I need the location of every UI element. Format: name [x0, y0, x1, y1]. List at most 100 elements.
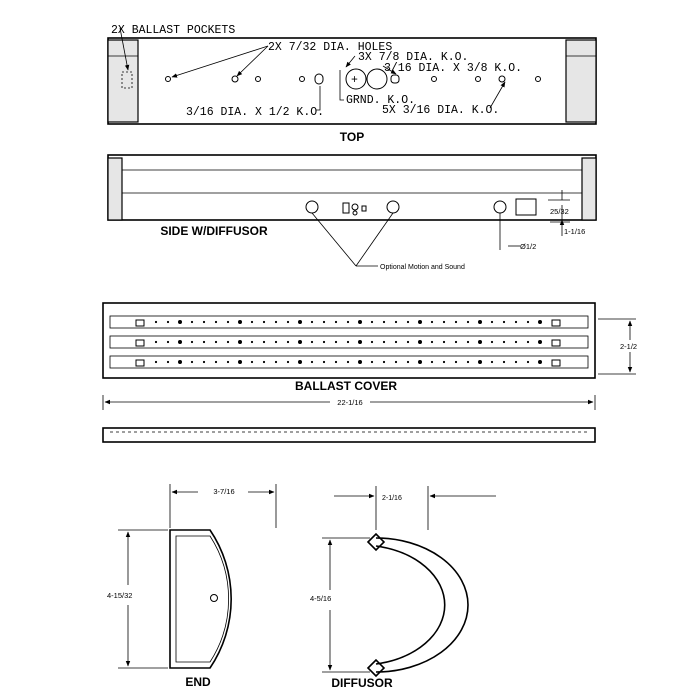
diffusor-view: 2-1/16 4-5/16 DIFFUSOR	[310, 486, 496, 690]
cover-hole	[358, 360, 362, 364]
side-rect-cutout	[515, 198, 537, 216]
diffusor-view-title: DIFFUSOR	[331, 676, 393, 690]
cover-hole	[406, 320, 410, 324]
cover-hole	[310, 340, 314, 344]
dim-cover-width: 2-1/2	[620, 342, 637, 351]
cover-hole	[502, 360, 506, 364]
cover-hole	[370, 360, 374, 364]
callout-grnd-ko: GRND. K.O.	[346, 94, 415, 107]
cover-hole	[178, 340, 182, 344]
cover-hole	[346, 340, 350, 344]
cover-hole	[310, 320, 314, 324]
leader	[171, 45, 269, 78]
cover-hole	[346, 360, 350, 364]
cover-hole	[250, 360, 254, 364]
cover-hole	[346, 320, 350, 324]
cover-hole	[298, 320, 302, 324]
cover-hole	[202, 320, 206, 324]
ballast-pocket-right	[565, 39, 597, 123]
cover-hole	[370, 340, 374, 344]
ballast-pocket-left	[107, 39, 139, 123]
cover-rail	[109, 335, 589, 349]
diffusor-inner	[375, 545, 446, 665]
cover-hole	[154, 360, 158, 364]
top-hole	[255, 76, 261, 82]
dim-diffusor-height: 4-5/16	[310, 594, 331, 603]
leader	[236, 45, 269, 77]
cover-hole	[406, 340, 410, 344]
top-hole	[165, 76, 171, 82]
ko-3-16x3-8	[390, 74, 400, 84]
cover-hole	[298, 340, 302, 344]
cover-hole	[394, 360, 398, 364]
cover-hole	[442, 360, 446, 364]
cover-hole	[418, 360, 422, 364]
dim-offset: 1-1/16	[564, 227, 585, 236]
cover-hole	[442, 340, 446, 344]
cover-hole	[418, 320, 422, 324]
optional-note: Optional Motion and Sound	[380, 264, 465, 271]
top-hole	[231, 75, 239, 83]
cover-hole	[262, 360, 266, 364]
cover-hole	[334, 360, 338, 364]
cover-hole	[166, 320, 170, 324]
slot-ko	[314, 73, 324, 85]
dim-end-width: 3-7/16	[213, 487, 234, 496]
cover-hole	[526, 320, 530, 324]
cover-hole	[478, 320, 482, 324]
cover-hole	[286, 340, 290, 344]
callout-ko-5x-3-16: 5X 3/16 DIA. K.O.	[382, 104, 499, 117]
cover-hole	[538, 340, 542, 344]
pocket-slot-left	[121, 71, 133, 89]
switch-hole	[351, 203, 359, 211]
cover-hole	[286, 320, 290, 324]
end-outline	[169, 529, 232, 669]
cover-hole	[490, 340, 494, 344]
end-view-title: END	[185, 675, 211, 689]
leader	[311, 212, 357, 267]
cover-hole	[442, 320, 446, 324]
cover-hole	[454, 340, 458, 344]
plus-symbol: +	[351, 74, 358, 87]
cover-hole	[430, 320, 434, 324]
cover-hole	[394, 320, 398, 324]
dim-height: 25/32	[550, 207, 569, 216]
cover-hole	[274, 340, 278, 344]
cover-profile	[102, 427, 596, 443]
cover-hole	[430, 360, 434, 364]
diffusor-clip-top	[366, 532, 386, 552]
cover-hole	[358, 340, 362, 344]
side-end-cap-left	[107, 157, 123, 221]
diffusor-clip-bottom	[366, 658, 386, 678]
ballast-cover-title: BALLAST COVER	[295, 379, 397, 393]
cover-hole	[406, 360, 410, 364]
ko-7-8	[345, 68, 367, 90]
cover-hole	[238, 340, 242, 344]
ballast-cover-outline	[102, 302, 596, 379]
switch-slot	[361, 205, 367, 212]
side-hole	[493, 200, 507, 214]
cover-hole	[214, 360, 218, 364]
motion-sensor-hole	[305, 200, 319, 214]
cover-hole	[502, 340, 506, 344]
cover-hole	[466, 360, 470, 364]
cover-hole	[226, 360, 230, 364]
leader	[339, 70, 344, 101]
leader	[119, 27, 130, 71]
cover-hole	[214, 340, 218, 344]
cover-rail	[109, 355, 589, 369]
cover-slot	[135, 319, 145, 327]
cover-hole	[538, 360, 542, 364]
cover-hole	[250, 340, 254, 344]
cover-hole	[154, 320, 158, 324]
side-view: 25/32 1-1/16 Ø1/2 Optional Motion and So…	[107, 154, 597, 271]
cover-hole	[466, 320, 470, 324]
switch-hole	[352, 210, 358, 216]
top-hole	[299, 76, 305, 82]
top-view: + 2X BALLAST POCKETS 2X 7/32 DIA. HOLES …	[107, 24, 597, 144]
cover-hole	[370, 320, 374, 324]
cover-hole	[334, 320, 338, 324]
cover-hole	[310, 360, 314, 364]
cover-hole	[430, 340, 434, 344]
